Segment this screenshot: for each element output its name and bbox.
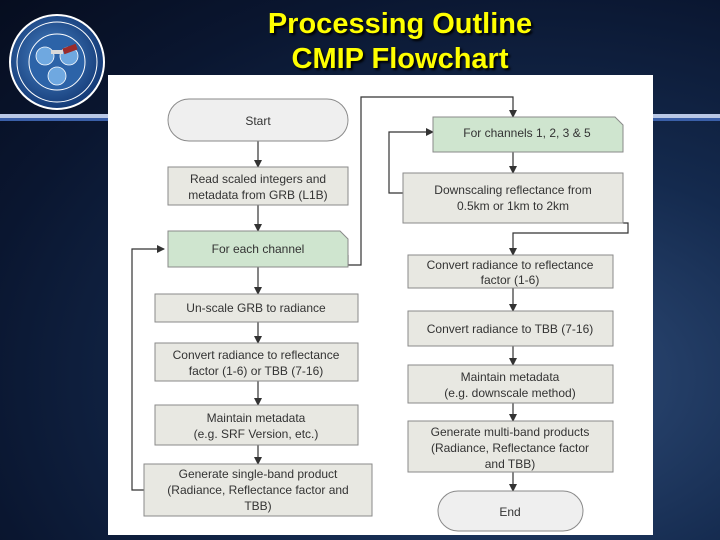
start-node: Start (167, 98, 349, 142)
flowchart-panel: Start Read scaled integers and metadata … (108, 75, 653, 535)
start-label: Start (245, 114, 271, 128)
maintain-metadata-left-box: Maintain metadata (e.g. SRF Version, etc… (154, 404, 359, 446)
svg-text:and TBB): and TBB) (485, 457, 535, 471)
downscaling-reflectance-box: Downscaling reflectance from 0.5km or 1k… (402, 172, 624, 224)
generate-single-band-box: Generate single-band product (Radiance, … (143, 463, 373, 517)
for-each-channel-box: For each channel (167, 230, 349, 268)
svg-text:(Radiance, Reflectance factor: (Radiance, Reflectance factor (431, 441, 589, 455)
svg-text:Downscaling reflectance from: Downscaling reflectance from (434, 183, 591, 197)
svg-text:Un-scale GRB to radiance: Un-scale GRB to radiance (186, 301, 326, 315)
svg-text:0.5km or 1km to 2km: 0.5km or 1km to 2km (457, 199, 569, 213)
svg-text:Maintain metadata: Maintain metadata (207, 411, 306, 425)
svg-text:For channels 1, 2, 3 & 5: For channels 1, 2, 3 & 5 (463, 126, 591, 140)
svg-text:Convert radiance to reflectanc: Convert radiance to reflectance (173, 348, 340, 362)
svg-text:Read scaled integers and: Read scaled integers and (190, 172, 326, 186)
generate-multi-band-box: Generate multi-band products (Radiance, … (407, 420, 614, 473)
svg-text:For each channel: For each channel (212, 242, 305, 256)
svg-text:factor (1-6): factor (1-6) (481, 273, 540, 287)
svg-text:Generate single-band product: Generate single-band product (179, 467, 338, 481)
svg-text:Convert radiance to TBB (7-16): Convert radiance to TBB (7-16) (427, 322, 594, 336)
convert-radiance-box: Convert radiance to reflectance factor (… (154, 342, 359, 382)
svg-text:(e.g. downscale method): (e.g. downscale method) (444, 386, 575, 400)
svg-text:(Radiance, Reflectance factor: (Radiance, Reflectance factor and (167, 483, 348, 497)
slide-title-line2: CMIP Flowchart (291, 43, 509, 75)
svg-text:factor (1-6) or TBB (7-16): factor (1-6) or TBB (7-16) (189, 364, 323, 378)
convert-to-tbb-box: Convert radiance to TBB (7-16) (407, 310, 614, 347)
convert-to-reflectance-box: Convert radiance to reflectance factor (… (407, 254, 614, 289)
slide-title-line1: Processing Outline (267, 8, 533, 40)
svg-text:TBB): TBB) (244, 499, 271, 513)
svg-text:Maintain metadata: Maintain metadata (461, 370, 560, 384)
for-channels-box: For channels 1, 2, 3 & 5 (432, 116, 624, 153)
svg-text:metadata from GRB (L1B): metadata from GRB (L1B) (188, 188, 327, 202)
svg-text:Convert radiance to reflectanc: Convert radiance to reflectance (427, 258, 594, 272)
end-node: End (437, 490, 584, 532)
unscale-grb-box: Un-scale GRB to radiance (154, 293, 359, 323)
read-scaled-integers-box: Read scaled integers and metadata from G… (167, 166, 349, 206)
svg-text:(e.g. SRF Version, etc.): (e.g. SRF Version, etc.) (194, 427, 319, 441)
end-label: End (499, 505, 520, 519)
noaa-nesdis-star-logo (9, 14, 105, 110)
svg-text:Generate multi-band products: Generate multi-band products (431, 425, 590, 439)
maintain-metadata-right-box: Maintain metadata (e.g. downscale method… (407, 364, 614, 404)
